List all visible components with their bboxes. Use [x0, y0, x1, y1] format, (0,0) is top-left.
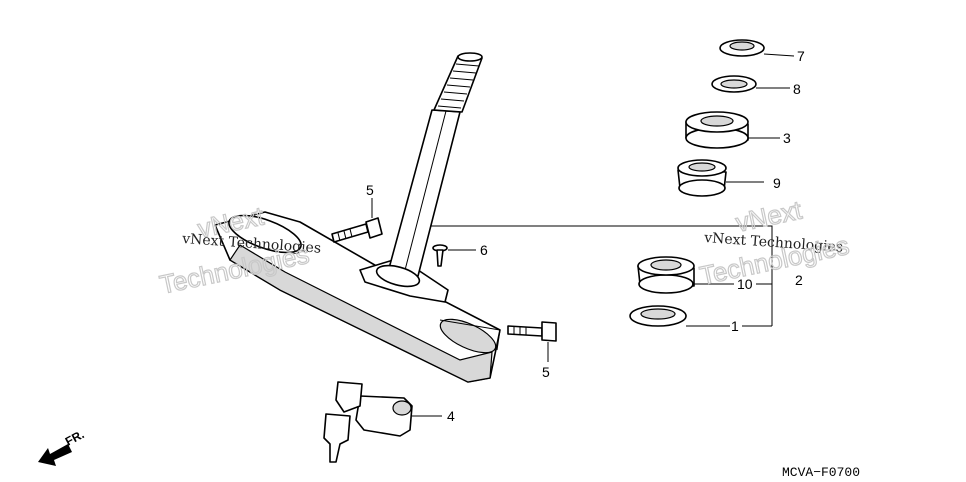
- steering-lock: [323, 381, 442, 463]
- callout-7: 7: [797, 48, 805, 64]
- bridge-left-bore: [228, 214, 302, 254]
- lock-key-upper: [335, 381, 363, 413]
- callout-4: 4: [447, 408, 455, 424]
- lower-bearing: [637, 256, 772, 294]
- callout-2: 2: [795, 272, 803, 288]
- lock-key-lower: [323, 413, 351, 463]
- callout-6: 6: [480, 242, 488, 258]
- callout-9: 9: [773, 175, 781, 191]
- stem-collar: [375, 264, 421, 288]
- screw: [432, 244, 476, 267]
- callout-5-lower: 5: [542, 364, 550, 380]
- stem-shaft: [387, 109, 461, 277]
- adjusting-nut: [685, 111, 780, 149]
- callout-5-upper: 5: [366, 182, 374, 198]
- callout-10: 10: [737, 276, 753, 292]
- stem-to-bearing-leader: [420, 225, 773, 326]
- callout-1: 1: [731, 318, 739, 334]
- lock-nut: [719, 39, 795, 57]
- front-direction-arrow-icon: [38, 444, 72, 466]
- pinch-bolt-upper: [331, 198, 383, 243]
- callout-8: 8: [793, 81, 801, 97]
- callout-3: 3: [783, 130, 791, 146]
- upper-bearing: [677, 159, 764, 197]
- diagram-code: MCVA−F0700: [782, 465, 860, 480]
- steering-stem: [214, 52, 501, 383]
- lock-washer: [711, 75, 790, 93]
- dust-seal: [629, 305, 772, 327]
- pinch-bolt-lower: [507, 321, 557, 362]
- watermark-right-top: vNext: [733, 195, 805, 238]
